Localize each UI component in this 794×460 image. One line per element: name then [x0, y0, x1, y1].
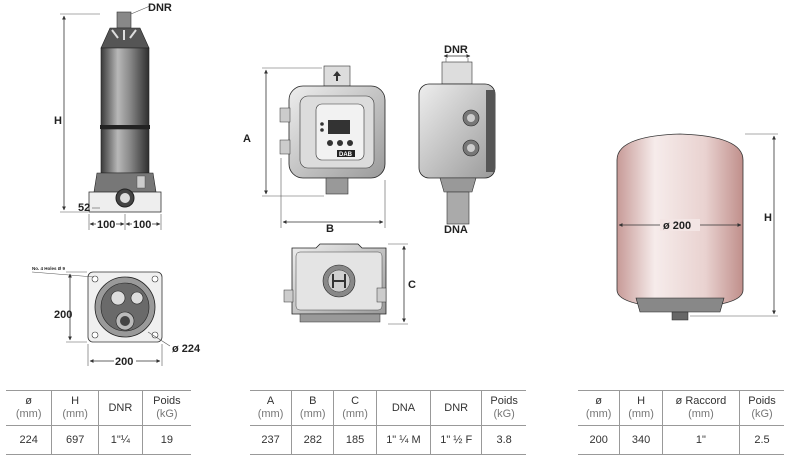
- table-header-row: A(mm) B(mm) C(mm) DNA DNR Poids(kG): [250, 390, 526, 426]
- pump-100-right-label: 100: [133, 219, 151, 231]
- pump-52-label: 52: [78, 202, 90, 214]
- controller-top-view: [283, 243, 387, 323]
- table-header-row: ø(mm) H(mm) DNR Poids(kG): [6, 390, 191, 426]
- pump-holes-note: No. 4 Holes Ø 9: [32, 266, 66, 271]
- controller-col-b: B(mm): [291, 390, 334, 426]
- table-cell: 282: [291, 425, 334, 455]
- controller-col-weight: Poids(kG): [481, 390, 526, 426]
- table-row: 200 340 1" 2.5: [578, 425, 784, 455]
- table-cell: 340: [619, 425, 663, 455]
- table-cell: 1" ½ F: [430, 425, 482, 455]
- pump-col-dnr: DNR: [97, 390, 143, 426]
- controller-b-label: B: [326, 223, 334, 235]
- table-cell: 1": [661, 425, 740, 455]
- pump-col-height: H(mm): [51, 390, 99, 426]
- vessel-spec-table: ø(mm) H(mm) ø Raccord(mm) Poids(kG) 200 …: [578, 390, 784, 455]
- controller-dnr-label: DNR: [444, 44, 468, 56]
- pump-col-diameter: ø(mm): [6, 390, 52, 426]
- pump-col-weight: Poids(kG): [141, 390, 191, 426]
- pump-base-200-horizontal-label: 200: [115, 356, 133, 368]
- pump-base-top-view: [87, 271, 163, 343]
- controller-c-label: C: [408, 279, 416, 291]
- controller-a-label: A: [243, 133, 251, 145]
- controller-brand-label: DAB: [339, 152, 353, 158]
- vessel-col-weight: Poids(kG): [739, 390, 784, 426]
- table-header-row: ø(mm) H(mm) ø Raccord(mm) Poids(kG): [578, 390, 784, 426]
- vessel-col-connection: ø Raccord(mm): [661, 390, 740, 426]
- vessel-col-height: H(mm): [619, 390, 663, 426]
- table-cell: 3.8: [481, 425, 526, 455]
- table-cell: 697: [51, 425, 99, 455]
- table-cell: 19: [141, 425, 191, 455]
- controller-col-dna: DNA: [375, 390, 431, 426]
- technical-drawing: H DNR 52 100 100 No. 4 Holes Ø 9 200 200…: [31, 2, 778, 368]
- table-cell: 1" ¼ M: [375, 425, 431, 455]
- pump-height-label: H: [54, 115, 62, 127]
- table-row: 224 697 1"¼ 19: [6, 425, 191, 455]
- vessel-diameter-label: ø 200: [663, 220, 691, 232]
- table-cell: 237: [261, 434, 280, 446]
- table-cell: 185: [333, 425, 377, 455]
- pump-100-left-label: 100: [97, 219, 115, 231]
- controller-front-view: DAB: [279, 65, 386, 195]
- controller-col-c: C(mm): [333, 390, 377, 426]
- vessel-height-label: H: [764, 212, 772, 224]
- table-row: 237 282 185 1" ¼ M 1" ½ F 3.8: [250, 425, 526, 455]
- controller-spec-table: A(mm) B(mm) C(mm) DNA DNR Poids(kG) 237 …: [250, 390, 526, 455]
- pump-spec-table: ø(mm) H(mm) DNR Poids(kG) 224 697 1"¼ 19: [6, 390, 191, 455]
- table-cell: 224: [19, 434, 38, 446]
- table-cell: 1"¼: [97, 425, 143, 455]
- pump-base-200-vertical-label: 200: [54, 309, 72, 321]
- table-cell: 2.5: [739, 425, 784, 455]
- pump-dnr-label: DNR: [148, 2, 172, 14]
- controller-col-dnr: DNR: [430, 390, 482, 426]
- pump-diameter-224-label: ø 224: [172, 343, 201, 355]
- table-cell: 200: [589, 434, 608, 446]
- controller-dna-label: DNA: [444, 224, 468, 236]
- pump-side-view: [88, 11, 162, 213]
- controller-side-view: [418, 61, 496, 225]
- vessel-col-diameter: ø(mm): [578, 390, 620, 426]
- controller-col-a: A(mm): [250, 390, 292, 426]
